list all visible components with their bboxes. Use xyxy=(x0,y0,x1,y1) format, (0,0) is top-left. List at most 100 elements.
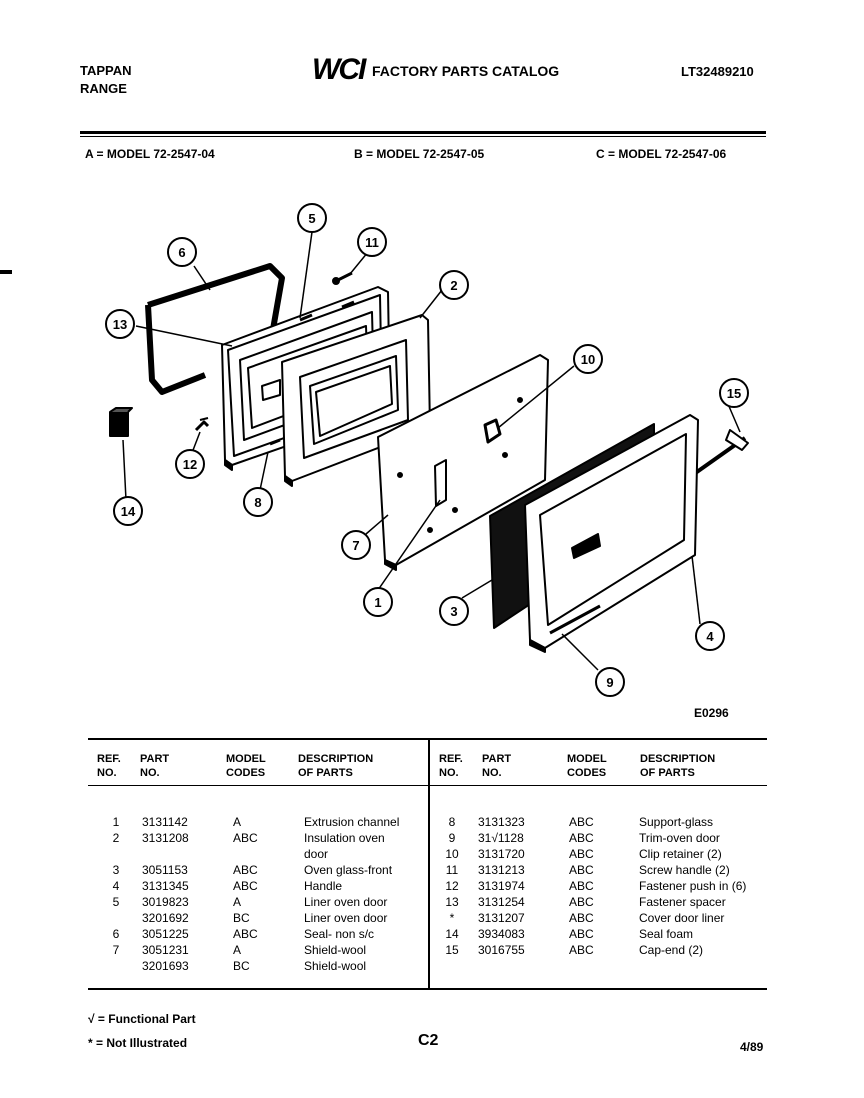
callout-1: 1 xyxy=(374,595,381,610)
parts-cell-codes: ABC xyxy=(569,895,594,909)
callout-12: 12 xyxy=(183,457,197,472)
header-rule-thick xyxy=(80,131,766,134)
callout-9: 9 xyxy=(606,675,613,690)
exploded-diagram: 6 5 11 2 13 10 15 12 8 14 7 1 3 4 9 xyxy=(105,203,749,697)
parts-cell-codes: ABC xyxy=(569,927,594,941)
table-bottom-rule xyxy=(88,988,767,990)
parts-cell-codes: ABC xyxy=(569,879,594,893)
parts-cell-part: 3131323 xyxy=(478,815,525,829)
parts-cell-ref: * xyxy=(449,911,455,925)
parts-cell-ref: 10 xyxy=(445,847,459,861)
parts-cell-part: 3131208 xyxy=(142,831,189,845)
model-a: A = MODEL 72-2547-04 xyxy=(85,147,215,161)
parts-cell-codes: A xyxy=(233,815,242,829)
parts-cell-desc: Screw handle (2) xyxy=(639,863,730,877)
callout-2: 2 xyxy=(450,278,457,293)
parts-cell-part: 3131213 xyxy=(478,863,525,877)
parts-cell-codes: ABC xyxy=(569,815,594,829)
callout-5: 5 xyxy=(308,211,315,226)
parts-cell-ref: 15 xyxy=(445,943,459,957)
parts-cell-part: 3934083 xyxy=(478,927,525,941)
parts-cell-desc: Liner oven door xyxy=(304,911,388,925)
model-c: C = MODEL 72-2547-06 xyxy=(596,147,727,161)
header-desc-right: DESCRIPTION OF PARTS xyxy=(640,753,716,779)
parts-cell-codes: ABC xyxy=(233,879,258,893)
parts-cell-part: 31√1128 xyxy=(478,831,524,845)
parts-cell-ref: 4 xyxy=(112,879,120,893)
table-header-rule xyxy=(88,785,767,786)
brand-line-1: TAPPAN xyxy=(80,63,132,78)
parts-cell-desc: Insulation oven xyxy=(304,831,385,845)
parts-cell-ref: 14 xyxy=(445,927,459,941)
parts-cell-ref: 12 xyxy=(445,879,459,893)
parts-cell-ref: 11 xyxy=(445,863,459,877)
catalog-number: LT32489210 xyxy=(681,64,754,79)
parts-cell-part: 3131207 xyxy=(478,911,525,925)
page-code: C2 xyxy=(418,1032,439,1049)
header-ref-left: REF. NO. xyxy=(97,753,121,779)
parts-cell-codes: ABC xyxy=(569,943,594,957)
header-model-left: MODEL CODES xyxy=(226,753,266,779)
callout-10: 10 xyxy=(581,352,595,367)
parts-cell-codes: ABC xyxy=(233,863,258,877)
parts-cell-desc: Clip retainer (2) xyxy=(639,847,722,861)
parts-cell-part: 3016755 xyxy=(478,943,525,957)
table-top-rule xyxy=(88,738,767,740)
parts-cell-part: 3131974 xyxy=(478,879,525,893)
parts-cell-ref: 9 xyxy=(448,831,456,845)
seal-foam-part xyxy=(109,407,133,437)
parts-cell-desc: Extrusion channel xyxy=(304,815,400,829)
callout-circles xyxy=(105,203,749,697)
screw-part xyxy=(332,271,353,285)
parts-cell-ref: 5 xyxy=(112,895,120,909)
parts-cell-part: 3051225 xyxy=(142,927,189,941)
header-ref-right: REF. NO. xyxy=(439,753,463,779)
wci-logo: WCI xyxy=(312,52,370,86)
parts-cell-ref: 13 xyxy=(445,895,459,909)
parts-cell-ref: 8 xyxy=(448,815,456,829)
callout-7: 7 xyxy=(352,538,359,553)
parts-cell-codes: A xyxy=(233,895,242,909)
parts-cell-desc: Shield-wool xyxy=(304,959,367,973)
parts-cell-codes: A xyxy=(233,943,242,957)
parts-cell-codes: ABC xyxy=(233,831,258,845)
parts-cell-desc: Support-glass xyxy=(639,815,714,829)
trim-oven-door-part xyxy=(524,414,699,653)
push-fastener-part xyxy=(194,417,210,432)
parts-cell-ref: 6 xyxy=(112,927,120,941)
wci-logo-text: WCI xyxy=(312,53,367,84)
header-rule-thin xyxy=(80,136,766,137)
header-part-left: PART NO. xyxy=(140,753,170,779)
callout-4: 4 xyxy=(706,629,714,644)
parts-cell-desc: Liner oven door xyxy=(304,895,388,909)
parts-cell-desc: Fastener push in (6) xyxy=(639,879,747,893)
header-desc-left: DESCRIPTION OF PARTS xyxy=(298,753,374,779)
parts-cell-ref: 7 xyxy=(112,943,120,957)
parts-cell-ref: 1 xyxy=(112,815,120,829)
parts-cell-part: 3131720 xyxy=(478,847,525,861)
parts-cell-desc: Handle xyxy=(304,879,343,893)
parts-cell-desc: Cap-end (2) xyxy=(639,943,704,957)
brand-line-2: RANGE xyxy=(80,81,127,96)
callout-8: 8 xyxy=(254,495,261,510)
parts-cell-part: 3131142 xyxy=(142,815,188,829)
callout-14: 14 xyxy=(121,504,136,519)
parts-cell-ref: 2 xyxy=(112,831,120,845)
parts-cell-part: 3019823 xyxy=(142,895,189,909)
parts-cell-desc: door xyxy=(304,847,329,861)
parts-cell-part: 3051231 xyxy=(142,943,189,957)
callout-15: 15 xyxy=(727,386,741,401)
parts-cell-codes: ABC xyxy=(569,847,594,861)
model-b: B = MODEL 72-2547-05 xyxy=(354,147,485,161)
legend-functional-part: √ = Functional Part xyxy=(88,1012,196,1026)
parts-cell-part: 3201692 xyxy=(142,911,189,925)
header-model-right: MODEL CODES xyxy=(567,753,607,779)
catalog-title: FACTORY PARTS CATALOG xyxy=(372,63,560,79)
parts-cell-desc: Cover door liner xyxy=(639,911,725,925)
parts-cell-codes: ABC xyxy=(569,911,594,925)
page-edge-mark xyxy=(0,270,12,274)
parts-cell-codes: BC xyxy=(233,911,250,925)
leader-lines xyxy=(122,231,741,671)
parts-cell-part: 3201693 xyxy=(142,959,189,973)
shield-wool-part xyxy=(377,354,549,571)
